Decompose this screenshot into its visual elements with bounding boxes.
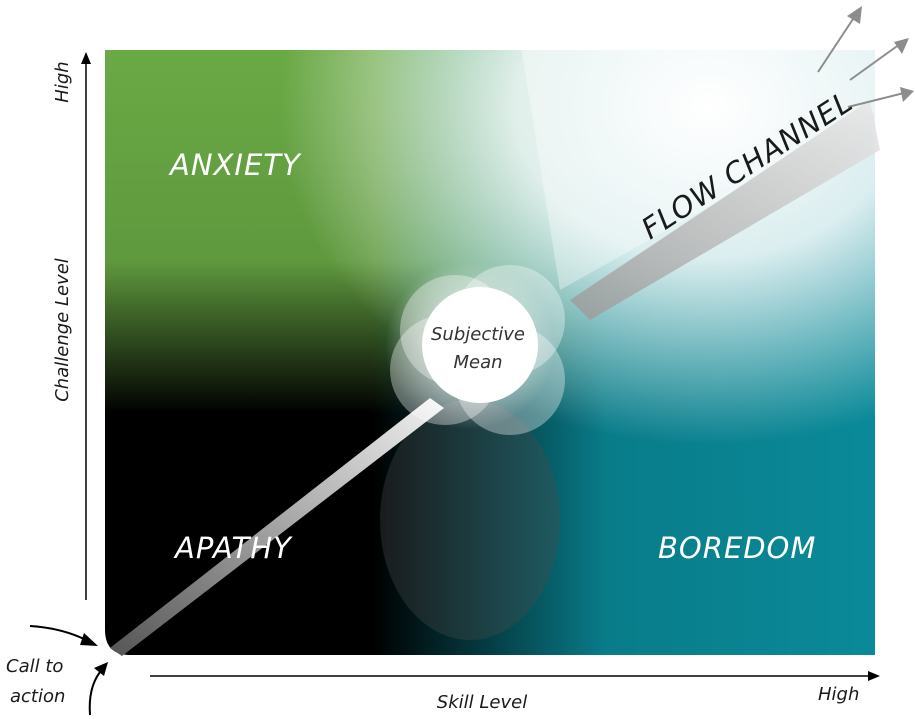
x-axis xyxy=(150,671,880,681)
call-to-action-line1: Call to xyxy=(6,656,63,677)
y-axis-label: Challenge Level xyxy=(52,258,73,402)
x-axis-high-label: High xyxy=(818,684,859,705)
arrow-head-icon xyxy=(847,6,862,24)
flow-channel-ray xyxy=(570,100,880,320)
apathy-label: APATHY xyxy=(173,531,293,565)
diagonal-path-line xyxy=(110,398,444,656)
subjective-mean-cloud xyxy=(385,260,565,435)
call-to-action-line2: action xyxy=(10,686,65,707)
arrow-head-icon xyxy=(900,87,914,102)
subjective-mean-line1: Subjective xyxy=(431,324,525,345)
call-to-action-arrows xyxy=(29,625,108,716)
y-axis xyxy=(81,52,91,600)
anxiety-label: ANXIETY xyxy=(168,148,302,182)
y-axis-high-label: High xyxy=(52,61,73,102)
subjective-mean-line2: Mean xyxy=(453,352,502,373)
arrow-head-icon xyxy=(894,38,909,54)
x-axis-label: Skill Level xyxy=(437,692,527,713)
boredom-label: BOREDOM xyxy=(658,531,816,565)
outgoing-arrows xyxy=(817,6,914,108)
